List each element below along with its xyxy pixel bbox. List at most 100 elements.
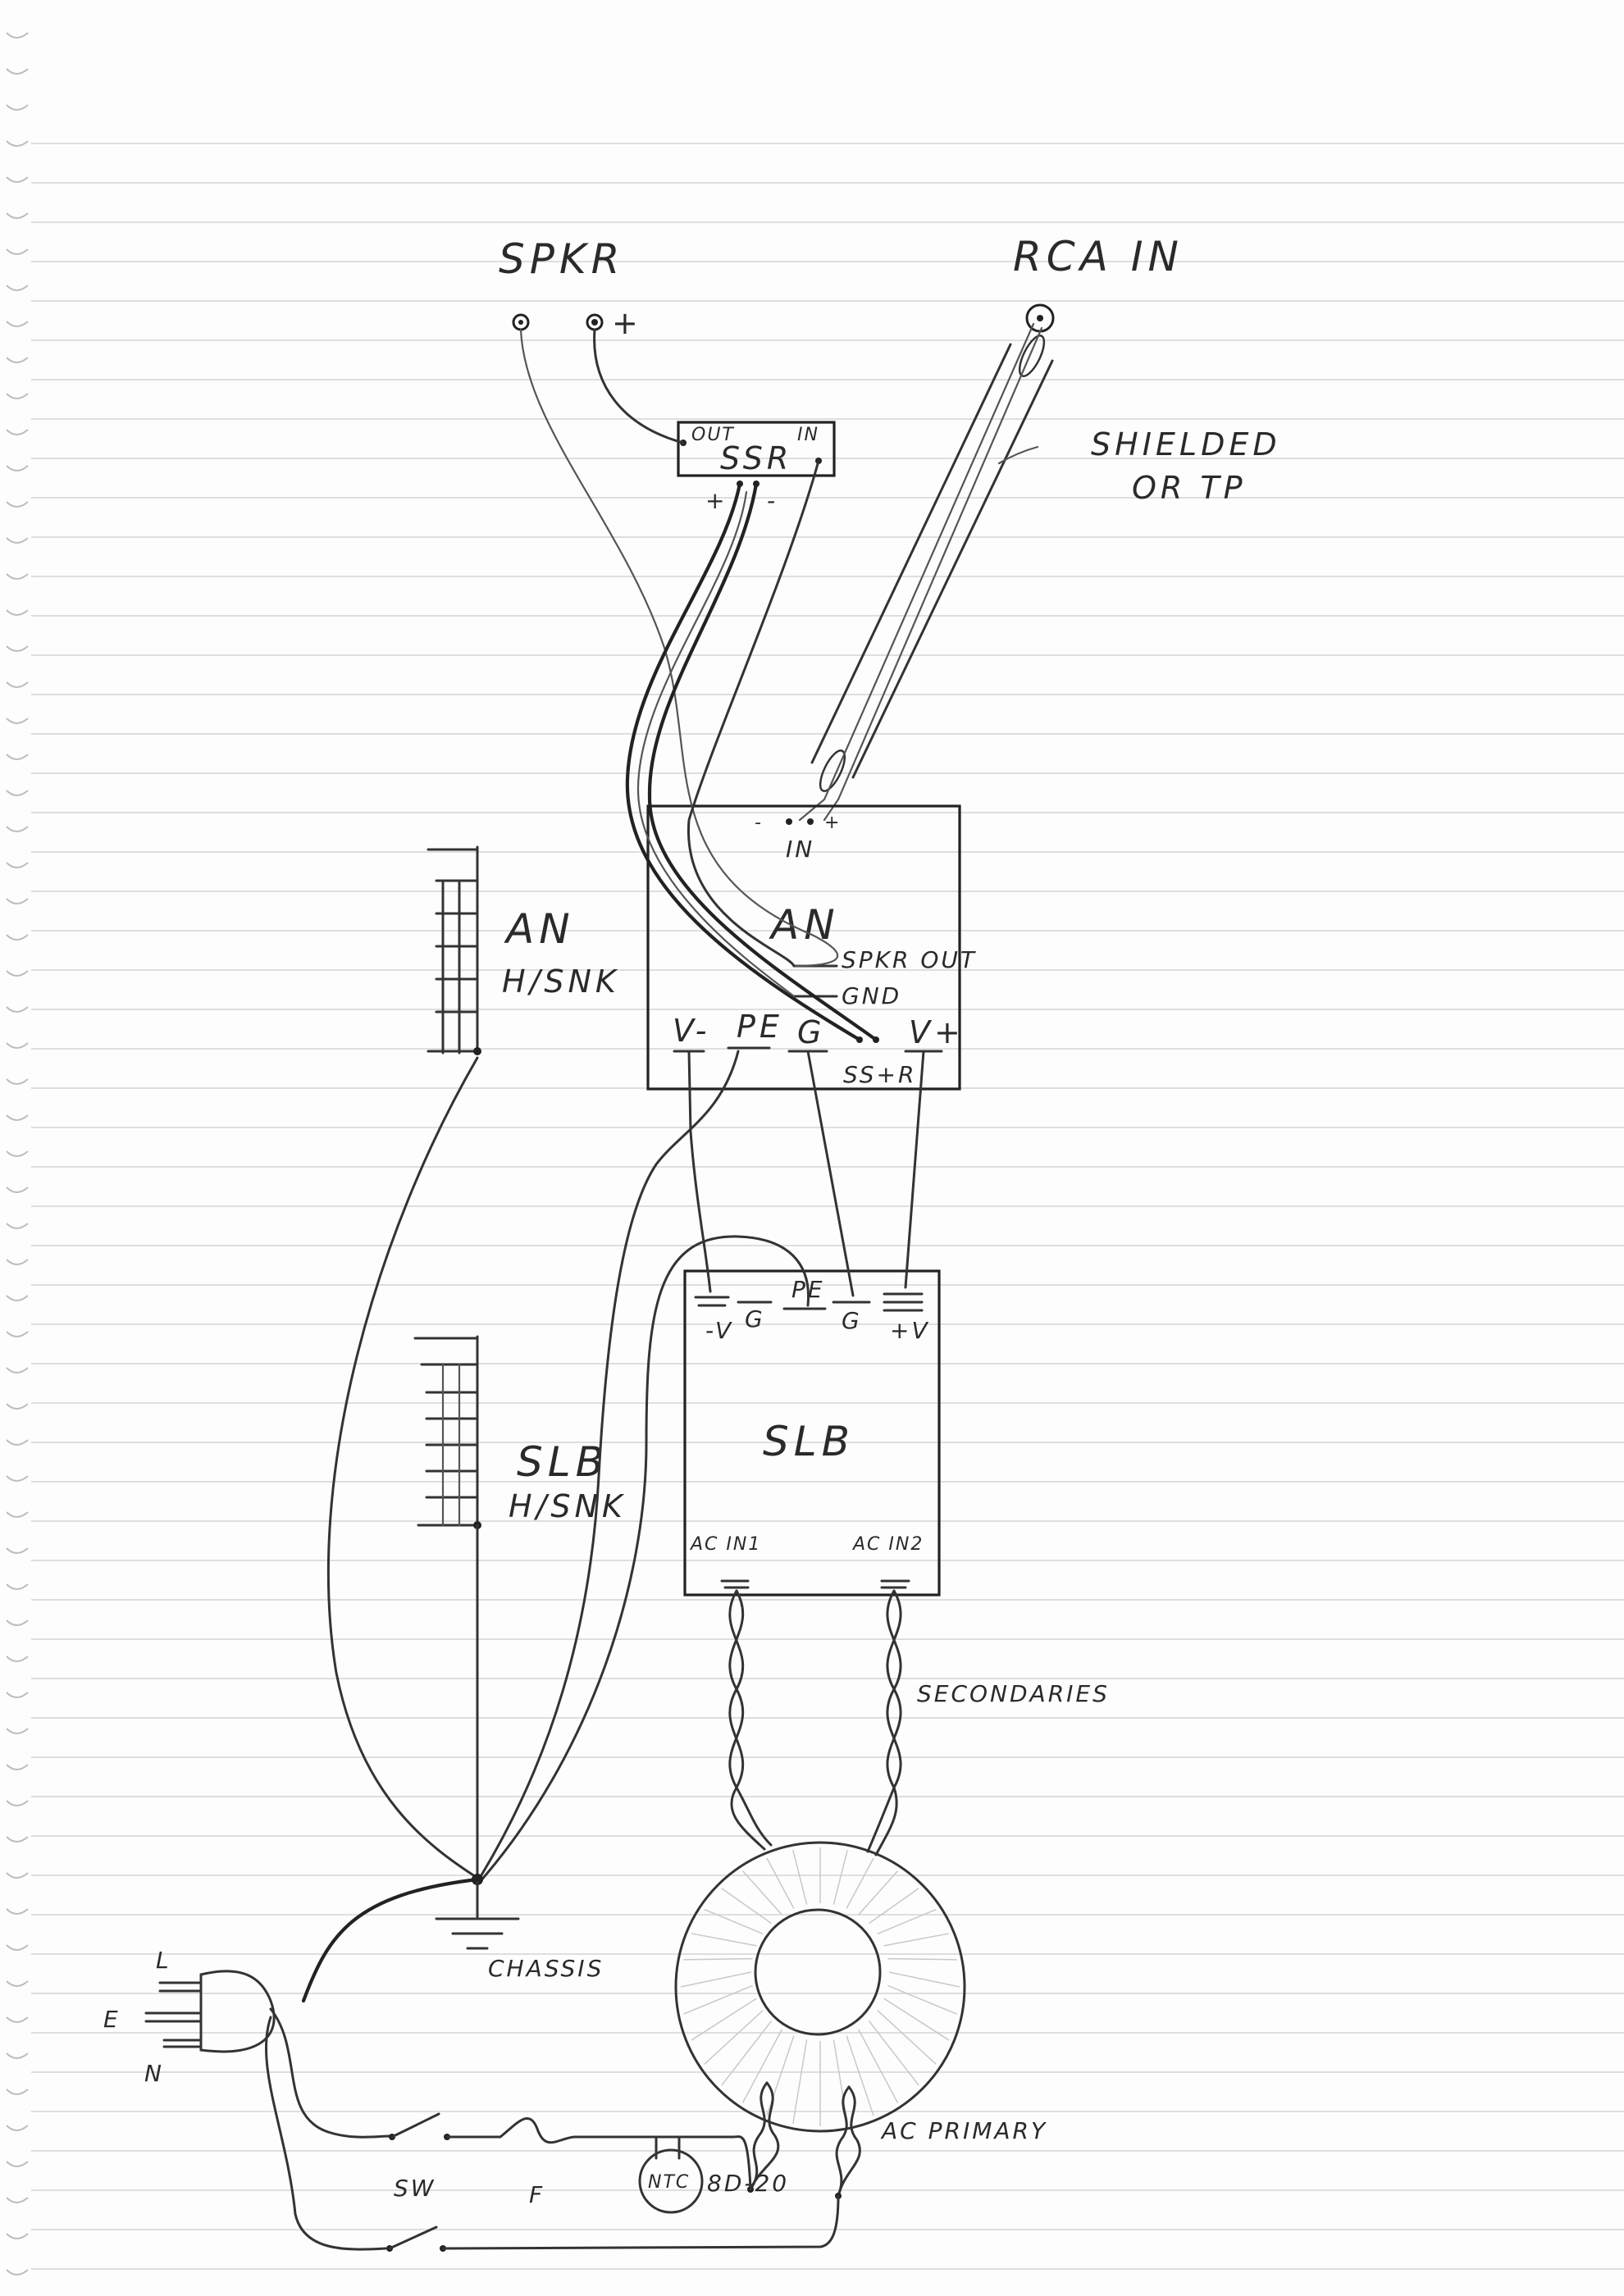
an-heatsink-label-2: H/SNK: [502, 963, 620, 1000]
slb-g2-label: G: [842, 1307, 862, 1334]
ssr-in-label: IN: [797, 425, 819, 445]
secondaries-label: SECONDARIES: [917, 1680, 1110, 1707]
switch-neutral: [388, 2225, 438, 2250]
binding-rings: [6, 32, 29, 2276]
binding-ring: [6, 32, 29, 39]
binding-ring: [6, 1908, 29, 1915]
binding-ring: [6, 1223, 29, 1229]
binding-ring: [6, 2197, 29, 2203]
binding-ring: [6, 1114, 29, 1121]
binding-ring: [6, 2125, 29, 2131]
binding-ring: [6, 1944, 29, 1951]
toroid-winding: [721, 2020, 773, 2086]
binding-ring: [6, 537, 29, 544]
toroid-winding: [868, 1888, 919, 1925]
toroid-winding: [858, 1870, 899, 1916]
binding-ring: [6, 681, 29, 688]
plug-n-label: N: [144, 2060, 164, 2087]
wire-ssr-coil-minus: [647, 481, 878, 1042]
toroid-winding: [846, 1857, 874, 1909]
binding-ring: [6, 1980, 29, 1987]
toroid-winding: [704, 1908, 764, 1935]
toroid-winding: [680, 1971, 752, 1988]
plug-e-label: E: [103, 2006, 121, 2033]
binding-ring: [6, 790, 29, 796]
slb-plus-v-label: +V: [890, 1317, 930, 1344]
binding-ring: [6, 1006, 29, 1013]
binding-ring: [6, 826, 29, 832]
rca-input: RCA IN SHIELDED OR TP: [798, 233, 1281, 822]
speaker-terminals: SPKR +: [499, 235, 638, 341]
binding-ring: [6, 1583, 29, 1590]
toroid-winding: [887, 1957, 957, 1961]
toroid-winding: [858, 2029, 899, 2103]
toroid-winding: [846, 2035, 874, 2116]
binding-ring: [6, 1295, 29, 1301]
binding-ring: [6, 573, 29, 580]
toroid-winding: [792, 2039, 808, 2124]
wire-an-pe: [478, 1050, 740, 1879]
shielded-cable-edge-a: [810, 343, 1012, 764]
slb-minus-v-label: -V: [705, 1317, 733, 1344]
binding-ring: [6, 754, 29, 760]
binding-ring: [6, 1656, 29, 1662]
toroid-winding: [883, 1998, 950, 2041]
ssr-box: [677, 421, 836, 477]
binding-ring: [6, 2052, 29, 2059]
slb-box: [683, 1269, 941, 1597]
binding-ring: [6, 1439, 29, 1446]
plug-l-label: L: [156, 1947, 171, 1974]
binding-ring: [6, 2089, 29, 2095]
binding-ring: [6, 140, 29, 147]
an-in-minus-label: -: [755, 813, 763, 833]
toroid-winding: [877, 2010, 937, 2065]
wire-ssr-in: [687, 459, 820, 968]
ruled-lines: [31, 143, 1624, 2270]
chassis-ground: CHASSIS: [301, 1874, 601, 2003]
binding-ring: [6, 1331, 29, 1337]
binding-ring: [6, 1764, 29, 1770]
binding-ring: [6, 1620, 29, 1626]
binding-ring: [6, 429, 29, 435]
binding-ring: [6, 1547, 29, 1554]
an-in-plus-label: +: [824, 813, 841, 833]
binding-ring: [6, 1836, 29, 1843]
wire-an-heatsink-ground: [326, 1056, 479, 1879]
wire-neutral: [264, 2016, 387, 2251]
rca-in-label: RCA IN: [1013, 233, 1184, 280]
binding-ring: [6, 1728, 29, 1734]
toroid-winding: [721, 1888, 773, 1925]
slb-heatsink-label-1: SLB: [517, 1438, 609, 1486]
ssr-out-label: OUT: [691, 425, 735, 445]
binding-ring: [6, 68, 29, 75]
toroid-winding: [792, 1850, 808, 1905]
binding-ring: [6, 1150, 29, 1157]
binding-ring: [6, 212, 29, 219]
slb-heatsink: SLB H/SNK: [413, 1335, 627, 1529]
an-gnd-label: GND: [842, 982, 901, 1009]
primary-wires: AC PRIMARY: [747, 2081, 1047, 2199]
toroid-inner: [754, 1908, 882, 2036]
binding-ring: [6, 1800, 29, 1806]
binding-ring: [6, 2161, 29, 2167]
toroid-winding: [682, 1984, 753, 2015]
binding-ring: [6, 465, 29, 472]
binding-ring: [6, 2233, 29, 2239]
an-in-label: IN: [786, 836, 814, 863]
toroid-winding: [704, 2010, 764, 2065]
ac-primary-label: AC PRIMARY: [880, 2117, 1047, 2144]
binding-ring: [6, 393, 29, 399]
binding-ring: [6, 862, 29, 868]
an-vplus-label: V+: [909, 1014, 965, 1050]
ntc-thermistor: [638, 2148, 704, 2214]
slb-g1-label: G: [745, 1305, 765, 1332]
shielded-label-line1: SHIELDED: [1091, 426, 1281, 462]
binding-ring: [6, 1259, 29, 1265]
mains-plug: L E N: [103, 1947, 276, 2087]
binding-ring: [6, 898, 29, 904]
ssr-title: SSR: [720, 440, 792, 476]
toroid-winding: [741, 1870, 782, 1916]
toroid-outer: [674, 1841, 966, 2133]
slb-heatsink-label-2: H/SNK: [509, 1488, 627, 1524]
ssr-minus-label: -: [767, 487, 778, 514]
